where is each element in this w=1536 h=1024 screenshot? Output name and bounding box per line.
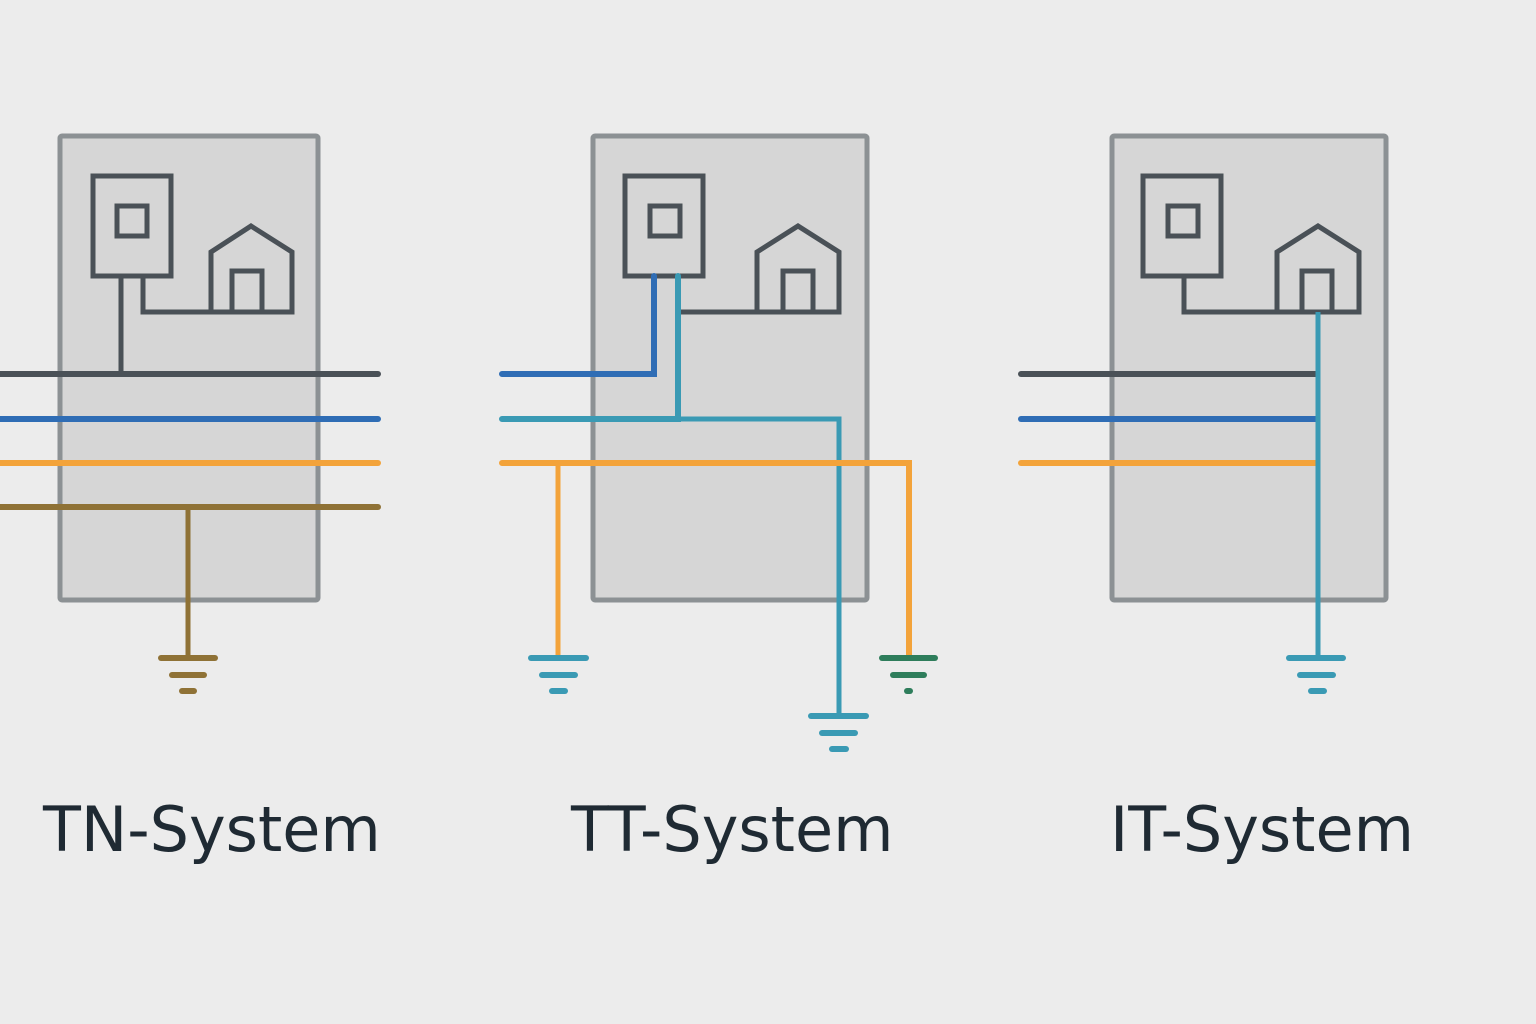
it-system-label: IT-System bbox=[1110, 793, 1415, 866]
house-icon bbox=[754, 223, 842, 315]
it-system-diagram bbox=[1018, 133, 1389, 694]
tn-system-label: TN-System bbox=[43, 793, 381, 866]
earth-ground-icon bbox=[528, 655, 589, 694]
earth-ground-icon bbox=[158, 655, 218, 694]
tn-meter-house-wire bbox=[140, 276, 211, 315]
it-supply-panel bbox=[1109, 133, 1389, 603]
it-meter-house-wire bbox=[1181, 276, 1277, 315]
meter-icon bbox=[622, 173, 706, 279]
tt-conductor-orange bbox=[499, 460, 912, 660]
tt-system-diagram bbox=[499, 133, 938, 752]
meter-icon bbox=[90, 173, 174, 279]
tt-teal-earth-lead bbox=[678, 416, 842, 715]
house-icon bbox=[208, 223, 295, 315]
tn-system-diagram bbox=[0, 133, 381, 694]
earth-ground-icon bbox=[879, 655, 938, 694]
earth-ground-icon bbox=[808, 713, 869, 752]
tt-supply-panel bbox=[590, 133, 870, 603]
tt-system-label: TT-System bbox=[571, 793, 894, 866]
earth-ground-icon bbox=[1286, 655, 1346, 694]
tt-conductor-blue bbox=[499, 273, 657, 377]
